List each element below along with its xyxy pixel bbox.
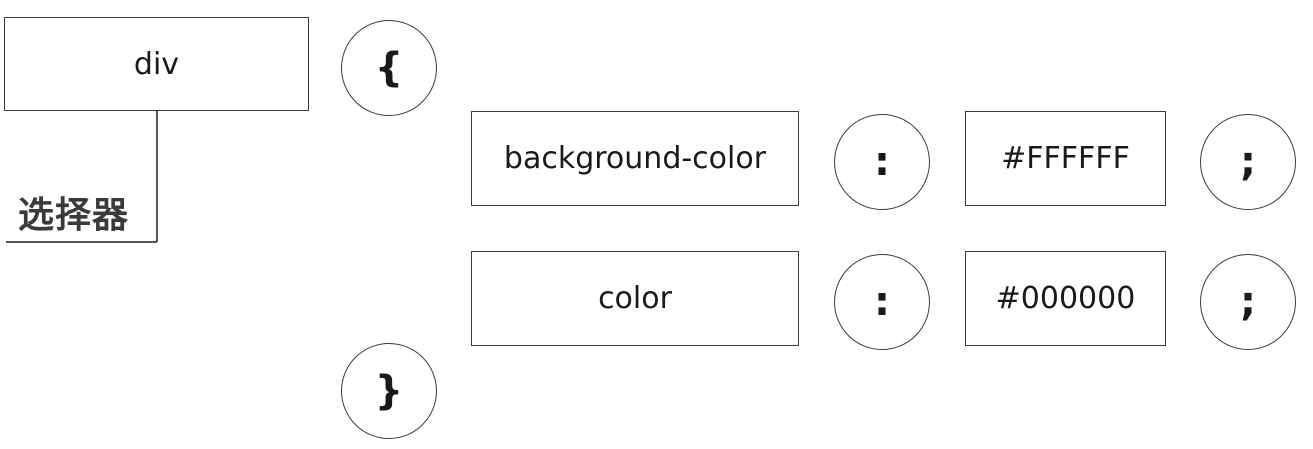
- declaration-1-colon: :: [874, 139, 890, 185]
- declaration-2-semicolon-circle: ;: [1200, 254, 1296, 350]
- declaration-1-semicolon-circle: ;: [1200, 114, 1296, 210]
- declaration-2-colon: :: [874, 279, 890, 325]
- declaration-1-semicolon: ;: [1240, 139, 1256, 185]
- selector-caption: 选择器: [18, 195, 130, 236]
- declaration-1-colon-circle: :: [834, 114, 930, 210]
- selector-text: div: [133, 46, 180, 82]
- selector-bracket-horizontal: [6, 241, 157, 243]
- declaration-2-colon-circle: :: [834, 254, 930, 350]
- declaration-2-value-box: #000000: [965, 251, 1166, 346]
- declaration-1-value-box: #FFFFFF: [965, 111, 1166, 206]
- selector-bracket-vertical: [156, 111, 158, 242]
- close-brace-text: }: [374, 368, 404, 414]
- declaration-1-property: background-color: [503, 141, 767, 176]
- declaration-2-property-box: color: [471, 251, 799, 346]
- declaration-2-value: #000000: [995, 281, 1136, 316]
- declaration-1-property-box: background-color: [471, 111, 799, 206]
- close-brace-circle: }: [341, 343, 437, 439]
- declaration-2-semicolon: ;: [1240, 279, 1256, 325]
- open-brace-circle: {: [341, 20, 437, 116]
- open-brace-text: {: [374, 45, 404, 91]
- declaration-2-property: color: [598, 281, 672, 316]
- declaration-1-value: #FFFFFF: [1001, 141, 1130, 176]
- selector-box: div: [4, 17, 309, 111]
